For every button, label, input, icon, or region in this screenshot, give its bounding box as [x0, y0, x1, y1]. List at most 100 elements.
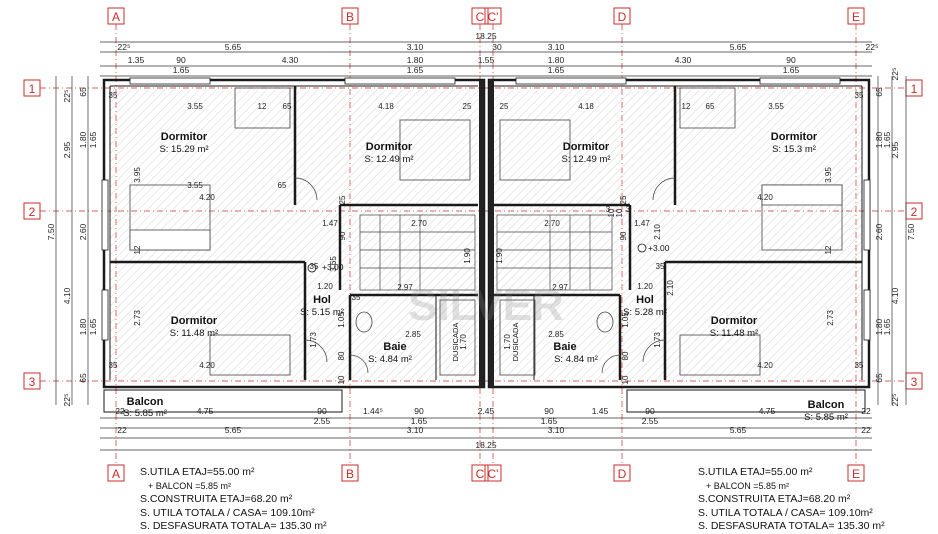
svg-text:3.55: 3.55 — [187, 181, 203, 190]
svg-text:1.55: 1.55 — [478, 55, 495, 65]
svg-text:35: 35 — [656, 262, 665, 271]
svg-text:5.65: 5.65 — [730, 42, 747, 52]
summary-utila-totala: S. UTILA TOTALA / CASA= 109.10m² — [698, 506, 873, 519]
svg-text:25: 25 — [463, 102, 472, 111]
doors — [294, 177, 676, 374]
axis-label-a: A — [112, 10, 120, 24]
svg-text:65: 65 — [278, 181, 287, 190]
svg-text:2.45: 2.45 — [478, 406, 495, 416]
svg-text:3: 3 — [606, 205, 611, 214]
svg-text:2.10: 2.10 — [666, 280, 675, 296]
svg-text:7.50: 7.50 — [906, 223, 916, 240]
row-label-2-right: 2 — [911, 205, 918, 219]
room-name: Balcon — [808, 399, 845, 411]
svg-text:22: 22 — [861, 406, 871, 416]
room-name: Dormitor — [711, 315, 758, 327]
balconies — [103, 389, 866, 413]
room-area: S: 11.48 m² — [710, 328, 758, 339]
row-label-1-right: 1 — [911, 82, 918, 96]
svg-text:4.18: 4.18 — [578, 102, 594, 111]
level-markers: +3.00 +3.00 — [307, 243, 670, 273]
room-name: Hol — [636, 294, 654, 306]
svg-text:2.95: 2.95 — [62, 141, 72, 158]
summary-utila-totala: S. UTILA TOTALA / CASA= 109.10m² — [140, 506, 315, 519]
svg-text:4.75: 4.75 — [197, 406, 214, 416]
svg-text:90: 90 — [619, 231, 628, 240]
bed-center-left — [399, 119, 471, 181]
svg-text:2.95: 2.95 — [890, 141, 900, 158]
svg-text:22⁵: 22⁵ — [866, 42, 879, 52]
svg-text:2.70: 2.70 — [411, 219, 427, 228]
svg-text:2.55: 2.55 — [642, 416, 659, 426]
svg-text:2.60: 2.60 — [78, 223, 88, 240]
wardrobe-left — [234, 87, 291, 129]
svg-text:4.20: 4.20 — [199, 361, 215, 370]
room-area: S: 5.28 m² — [623, 307, 667, 318]
room-area: S: 5.15 m² — [300, 307, 344, 318]
svg-text:3.55: 3.55 — [768, 102, 784, 111]
svg-text:1.47: 1.47 — [634, 219, 650, 228]
svg-text:4.20: 4.20 — [757, 193, 773, 202]
svg-text:DUSICADA: DUSICADA — [511, 323, 520, 362]
svg-text:18.25: 18.25 — [475, 440, 497, 450]
svg-text:10: 10 — [621, 375, 630, 384]
dimensions-bottom: 22 4.75 90 1.44⁵ 90 2.45 90 1.45 90 4.75… — [115, 406, 871, 450]
room-area: S: 11.48 m² — [170, 328, 218, 339]
svg-text:1.73: 1.73 — [653, 332, 662, 348]
axis-label-b: B — [346, 10, 354, 24]
svg-text:1.90: 1.90 — [463, 248, 472, 264]
summary-construita: S.CONSTRUITA ETAJ=68.20 m² — [698, 493, 851, 505]
svg-text:4.10: 4.10 — [62, 287, 72, 304]
svg-text:4.30: 4.30 — [282, 55, 299, 65]
svg-text:35: 35 — [352, 293, 361, 302]
svg-text:90: 90 — [414, 406, 424, 416]
row-label-1-left: 1 — [29, 82, 36, 96]
shower-labels: DUSICADA DUSICADA — [451, 323, 520, 362]
room-name: Dormitor — [161, 131, 208, 143]
bed-center-right — [499, 119, 571, 181]
svg-text:1.65: 1.65 — [411, 416, 428, 426]
svg-text:1.45: 1.45 — [592, 406, 609, 416]
interior-dimensions: 35 3.55 12 65 4.18 25 25 4.18 12 65 3.55… — [109, 91, 864, 384]
svg-text:1.65: 1.65 — [882, 318, 892, 335]
svg-text:SILVER: SILVER — [408, 281, 564, 330]
stairs — [359, 214, 613, 291]
svg-text:65: 65 — [78, 87, 88, 97]
svg-text:65: 65 — [874, 373, 884, 383]
svg-text:22⁵: 22⁵ — [62, 394, 72, 407]
svg-text:5.65: 5.65 — [730, 425, 747, 435]
svg-text:1.65: 1.65 — [407, 65, 424, 75]
svg-text:22⁵: 22⁵ — [118, 42, 131, 52]
svg-text:1.73: 1.73 — [309, 332, 318, 348]
wardrobe-right — [679, 87, 736, 129]
svg-text:5.65: 5.65 — [225, 42, 242, 52]
dimensions-right: 22⁵ 65 1.80 1.65 2.95 7.50 2.60 4.10 1.8… — [874, 68, 916, 407]
level-marker-left: +3.00 — [322, 262, 344, 272]
svg-text:10: 10 — [607, 208, 616, 217]
shower-right — [499, 299, 536, 376]
svg-text:90: 90 — [338, 231, 347, 240]
axis-label-d-bottom: D — [618, 467, 627, 481]
dimensions-left: 65 22⁵ 1.80 1.65 2.95 7.50 2.60 4.10 1.8… — [46, 87, 98, 406]
svg-text:22⁵: 22⁵ — [62, 90, 72, 103]
room-area: S: 15.3 m² — [772, 144, 816, 155]
axis-label-c-prime: C' — [488, 10, 499, 24]
svg-text:3.65: 3.65 — [329, 256, 338, 272]
axis-label-e-bottom: E — [852, 467, 860, 481]
svg-text:5.65: 5.65 — [225, 425, 242, 435]
axis-label-e: E — [852, 10, 860, 24]
svg-text:3.95: 3.95 — [824, 167, 833, 183]
room-area: S: 15.29 m² — [159, 144, 208, 155]
svg-text:2.97: 2.97 — [552, 283, 568, 292]
svg-text:25: 25 — [619, 195, 628, 204]
svg-text:2.73: 2.73 — [826, 310, 835, 326]
svg-text:1.70: 1.70 — [503, 334, 512, 350]
svg-text:2.73: 2.73 — [133, 310, 142, 326]
svg-text:3.10: 3.10 — [407, 425, 424, 435]
area-summary-right: S.UTILA ETAJ=55.00 m² + BALCON =5.85 m² … — [698, 466, 885, 534]
svg-text:35: 35 — [109, 91, 118, 100]
room-name: Dormitor — [771, 131, 818, 143]
svg-text:4.30: 4.30 — [675, 55, 692, 65]
svg-text:2.85: 2.85 — [405, 330, 421, 339]
